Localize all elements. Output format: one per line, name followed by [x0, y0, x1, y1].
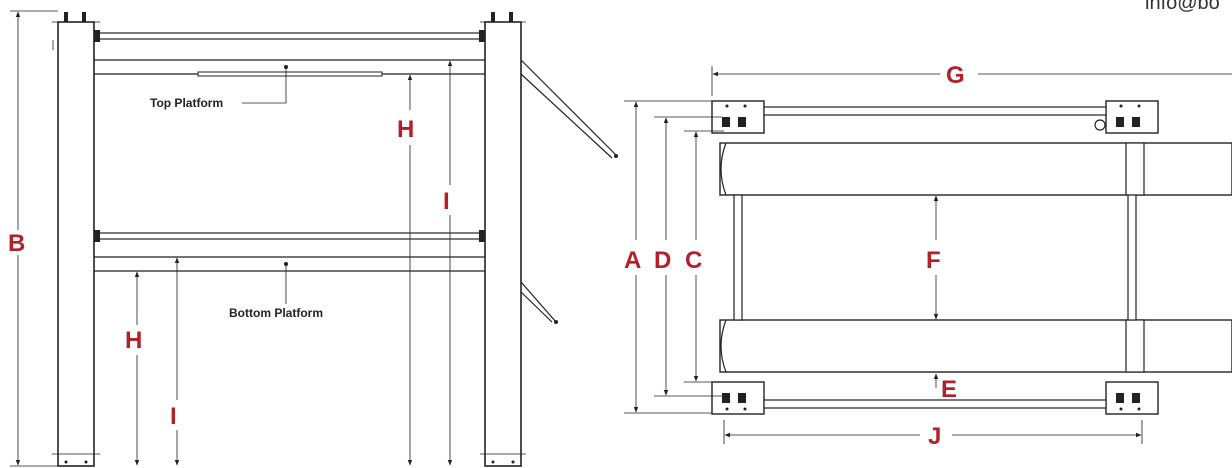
dimension-label-I-lower: I [170, 403, 177, 430]
dimension-label-D: D [654, 247, 671, 274]
dimension-label-G: G [946, 62, 965, 89]
top-platform-label: Top Platform [150, 96, 223, 110]
dimension-label-B: B [8, 230, 25, 257]
dimension-label-C: C [685, 247, 702, 274]
side-view: Top Platform Bottom Platform B H I H I [8, 10, 618, 467]
dimension-label-H-lower: H [125, 327, 142, 354]
ramp [520, 59, 618, 324]
left-post [52, 12, 100, 467]
dimension-label-H-upper: H [397, 116, 414, 143]
contact-email-fragment: info@bo [1145, 0, 1220, 14]
dimension-label-I-upper: I [443, 188, 450, 215]
bottom-platform-label: Bottom Platform [229, 306, 323, 320]
dimension-label-J: J [928, 423, 941, 450]
dimension-label-E: E [941, 376, 957, 403]
dimension-label-A: A [624, 247, 641, 274]
top-platform [93, 30, 486, 77]
right-post [480, 12, 526, 467]
top-view: G J A D C F E [624, 62, 1232, 450]
bottom-platform [93, 230, 486, 272]
dimension-label-F: F [926, 247, 941, 274]
